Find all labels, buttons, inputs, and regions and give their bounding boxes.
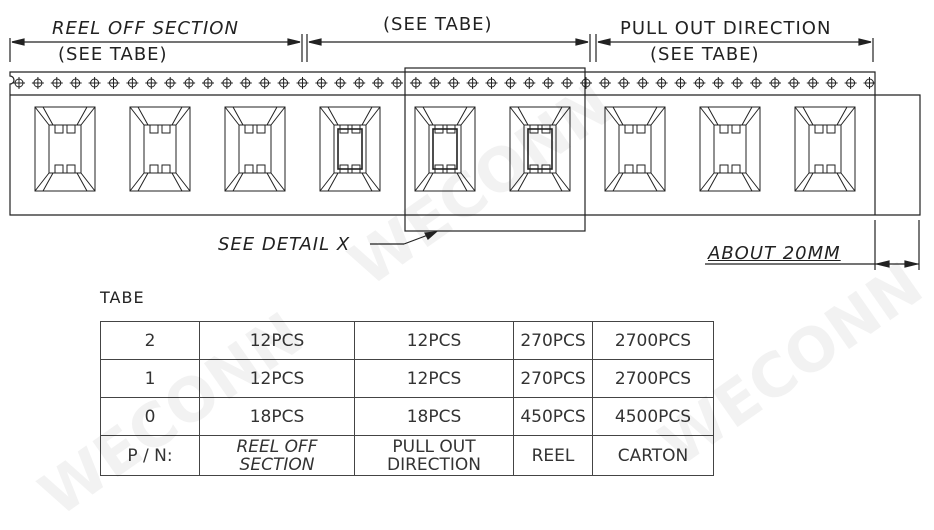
sprocket-crosshair xyxy=(315,77,328,89)
sprocket-crosshair xyxy=(428,77,441,89)
table-cell: 2 xyxy=(100,321,200,360)
sprocket-crosshair xyxy=(674,77,687,89)
sprocket-crosshair xyxy=(145,77,158,89)
sprocket-crosshair xyxy=(353,77,366,89)
header-pn: P / N: xyxy=(100,435,200,476)
sprocket-crosshair xyxy=(239,77,252,89)
sprocket-crosshair xyxy=(126,77,139,89)
header-pull-out-line1: PULL OUT xyxy=(392,436,476,457)
tabe-title: TABE xyxy=(100,288,145,307)
label-see-tabe-center: (SEE TABE) xyxy=(383,14,493,35)
sprocket-crosshair xyxy=(202,77,214,89)
sprocket-crosshair xyxy=(50,77,63,89)
sprocket-crosshair xyxy=(466,77,479,89)
table-cell: 0 xyxy=(100,397,200,436)
tape-pocket xyxy=(34,106,96,192)
sprocket-crosshair xyxy=(712,77,725,89)
sprocket-crosshair xyxy=(13,77,25,89)
tape-pocket xyxy=(794,106,856,192)
table-cell: 12PCS xyxy=(199,321,355,360)
header-reel-off-section: REEL OFF SECTION xyxy=(199,435,355,476)
label-pull-out-direction: PULL OUT DIRECTION xyxy=(620,18,832,39)
quantity-table: 2 12PCS 12PCS 270PCS 2700PCS 1 12PCS 12P… xyxy=(100,321,714,476)
sprocket-crosshair xyxy=(580,77,592,89)
header-pull-out-line2: DIRECTION xyxy=(386,454,482,475)
sprocket-crosshair xyxy=(844,77,857,89)
sprocket-crosshair xyxy=(598,77,611,89)
header-reel: REEL xyxy=(513,435,593,476)
table-cell: 18PCS xyxy=(354,397,514,436)
table-cell: 12PCS xyxy=(354,359,514,398)
sprocket-crosshair xyxy=(731,77,744,89)
label-see-tabe-left: (SEE TABE) xyxy=(58,44,168,65)
sprocket-crosshair xyxy=(31,77,44,89)
table-cell: 12PCS xyxy=(354,321,514,360)
table-cell: 1 xyxy=(100,359,200,398)
sprocket-crosshair xyxy=(787,77,800,89)
sprocket-crosshair xyxy=(769,77,781,89)
sprocket-crosshair xyxy=(542,77,555,89)
sprocket-crosshair xyxy=(220,77,233,89)
sprocket-crosshair xyxy=(88,77,101,89)
header-reel-off-line2: SECTION xyxy=(239,454,315,475)
sprocket-crosshair xyxy=(806,77,819,89)
sprocket-crosshair xyxy=(391,77,403,89)
table-header-row: P / N: REEL OFF SECTION PULL OUT DIRECTI… xyxy=(100,435,714,476)
sprocket-crosshair xyxy=(296,77,309,89)
sprocket-crosshair xyxy=(561,77,574,89)
table-row: 1 12PCS 12PCS 270PCS 2700PCS xyxy=(100,359,714,398)
table-row: 2 12PCS 12PCS 270PCS 2700PCS xyxy=(100,321,714,360)
tape-pocket xyxy=(414,106,476,192)
sprocket-crosshair xyxy=(447,77,460,89)
label-about-20mm: ABOUT 20MM xyxy=(708,243,841,264)
sprocket-crosshair xyxy=(504,77,517,89)
sprocket-crosshair xyxy=(334,77,347,89)
sprocket-crosshair xyxy=(863,77,876,89)
sprocket-crosshair xyxy=(750,77,763,89)
table-cell: 12PCS xyxy=(199,359,355,398)
sprocket-crosshair xyxy=(485,77,498,89)
sprocket-crosshair xyxy=(617,77,630,89)
sprocket-crosshair xyxy=(164,77,177,89)
table-cell: 4500PCS xyxy=(592,397,714,436)
table-cell: 18PCS xyxy=(199,397,355,436)
label-see-tabe-right: (SEE TABE) xyxy=(650,44,760,65)
tape-pocket xyxy=(509,106,571,192)
sprocket-crosshair xyxy=(372,77,385,89)
sprocket-crosshair xyxy=(69,77,82,89)
sprocket-crosshair xyxy=(825,77,838,89)
table-cell: 270PCS xyxy=(513,321,593,360)
sprocket-crosshair xyxy=(258,77,271,89)
sprocket-crosshair xyxy=(107,77,120,89)
sprocket-crosshair xyxy=(277,77,290,89)
header-pull-out-direction: PULL OUT DIRECTION xyxy=(354,435,514,476)
header-reel-off-line1: REEL OFF xyxy=(236,436,318,457)
sprocket-crosshair xyxy=(655,77,668,89)
tape-pocket xyxy=(319,106,381,192)
table-cell: 450PCS xyxy=(513,397,593,436)
sprocket-crosshair xyxy=(523,77,536,89)
sprocket-crosshair xyxy=(636,77,649,89)
tape-pocket xyxy=(224,106,286,192)
tape-pocket xyxy=(699,106,761,192)
table-cell: 2700PCS xyxy=(592,359,714,398)
label-see-detail-x: SEE DETAIL X xyxy=(218,234,351,255)
tape-pocket xyxy=(129,106,191,192)
sprocket-crosshair xyxy=(183,77,196,89)
sprocket-crosshair xyxy=(693,77,706,89)
table-cell: 2700PCS xyxy=(592,321,714,360)
table-row: 0 18PCS 18PCS 450PCS 4500PCS xyxy=(100,397,714,436)
header-carton: CARTON xyxy=(592,435,714,476)
sprocket-crosshair xyxy=(409,77,422,89)
label-reel-off-section: REEL OFF SECTION xyxy=(52,18,239,39)
tape-pocket xyxy=(604,106,666,192)
table-cell: 270PCS xyxy=(513,359,593,398)
